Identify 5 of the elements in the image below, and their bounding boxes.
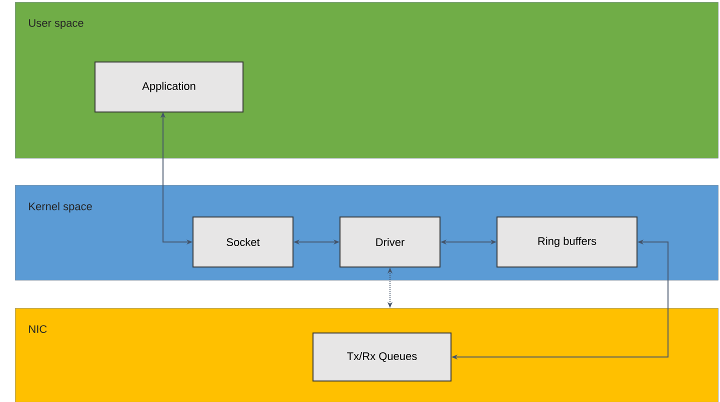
process-box: Ring buffers <box>496 216 638 268</box>
process-box: Socket <box>192 216 294 268</box>
process-box: Application <box>94 62 244 112</box>
process-box: Tx/Rx Queues <box>312 332 452 382</box>
process-box: Driver <box>340 216 440 268</box>
